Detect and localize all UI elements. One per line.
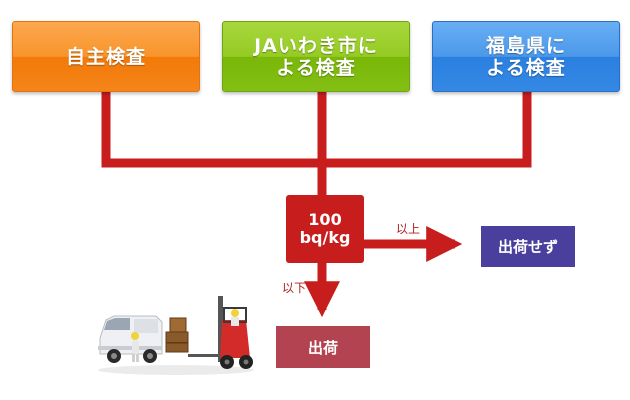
threshold-unit: bq/kg [299,228,351,247]
ja-inspection-label-line1: JAいわき市に [254,34,378,57]
above-threshold-label: 以上 [396,222,421,236]
self-inspection-box: 自主検査 [12,21,200,92]
ship-label: 出荷 [307,338,338,357]
threshold-value: 100 [308,210,342,229]
ja-inspection-box: JAいわき市に よる検査 [222,21,410,92]
no-ship-box: 出荷せず [481,226,575,267]
no-ship-label: 出荷せず [497,238,558,256]
prefecture-inspection-box: 福島県に よる検査 [432,21,620,92]
self-inspection-label: 自主検査 [65,45,146,68]
ja-inspection-label-line2: よる検査 [276,56,356,79]
prefecture-inspection-label-line1: 福島県に [485,34,566,57]
threshold-box: 100 bq/kg [286,195,364,263]
ship-box: 出荷 [276,326,370,368]
prefecture-inspection-label-line2: よる検査 [486,56,566,79]
below-threshold-label: 以下 [282,281,307,295]
van-and-forklift-icon [98,296,254,375]
